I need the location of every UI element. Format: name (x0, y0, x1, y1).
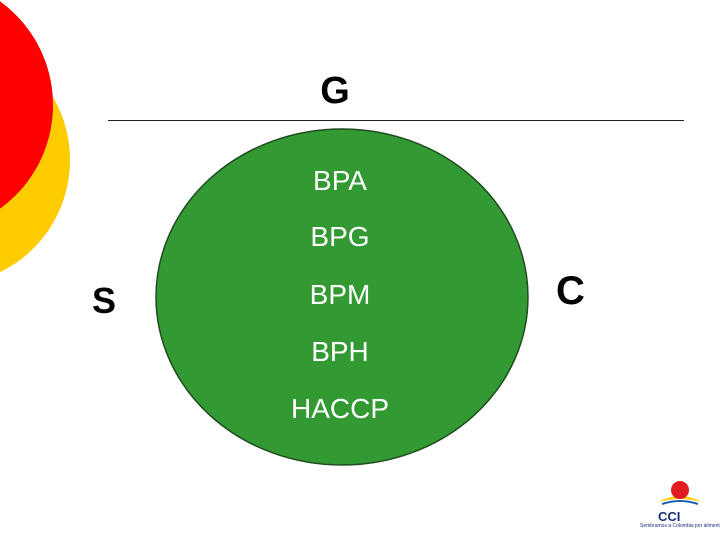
title-rule (108, 120, 684, 121)
diagram-title: G (320, 70, 350, 112)
right-label: C (556, 269, 585, 313)
logo-red-dot (671, 481, 689, 499)
green-circle-shape (155, 128, 529, 466)
circle-item-bpa: BPA (313, 165, 367, 196)
logo-text: CCI (658, 509, 681, 524)
circle-item-bpm: BPM (309, 279, 371, 310)
left-label: S (92, 280, 117, 321)
deco-red-circle (0, 1, 53, 209)
logo-blue-swoosh (661, 500, 699, 505)
logo-tagline: Sembramos a Colombia por alimentos (640, 523, 720, 529)
circle-item-bph: BPH (311, 336, 369, 367)
circle-item-bpg: BPG (310, 221, 370, 252)
cci-logo-icon (658, 481, 702, 505)
circle-item-haccp: HACCP (290, 393, 389, 424)
